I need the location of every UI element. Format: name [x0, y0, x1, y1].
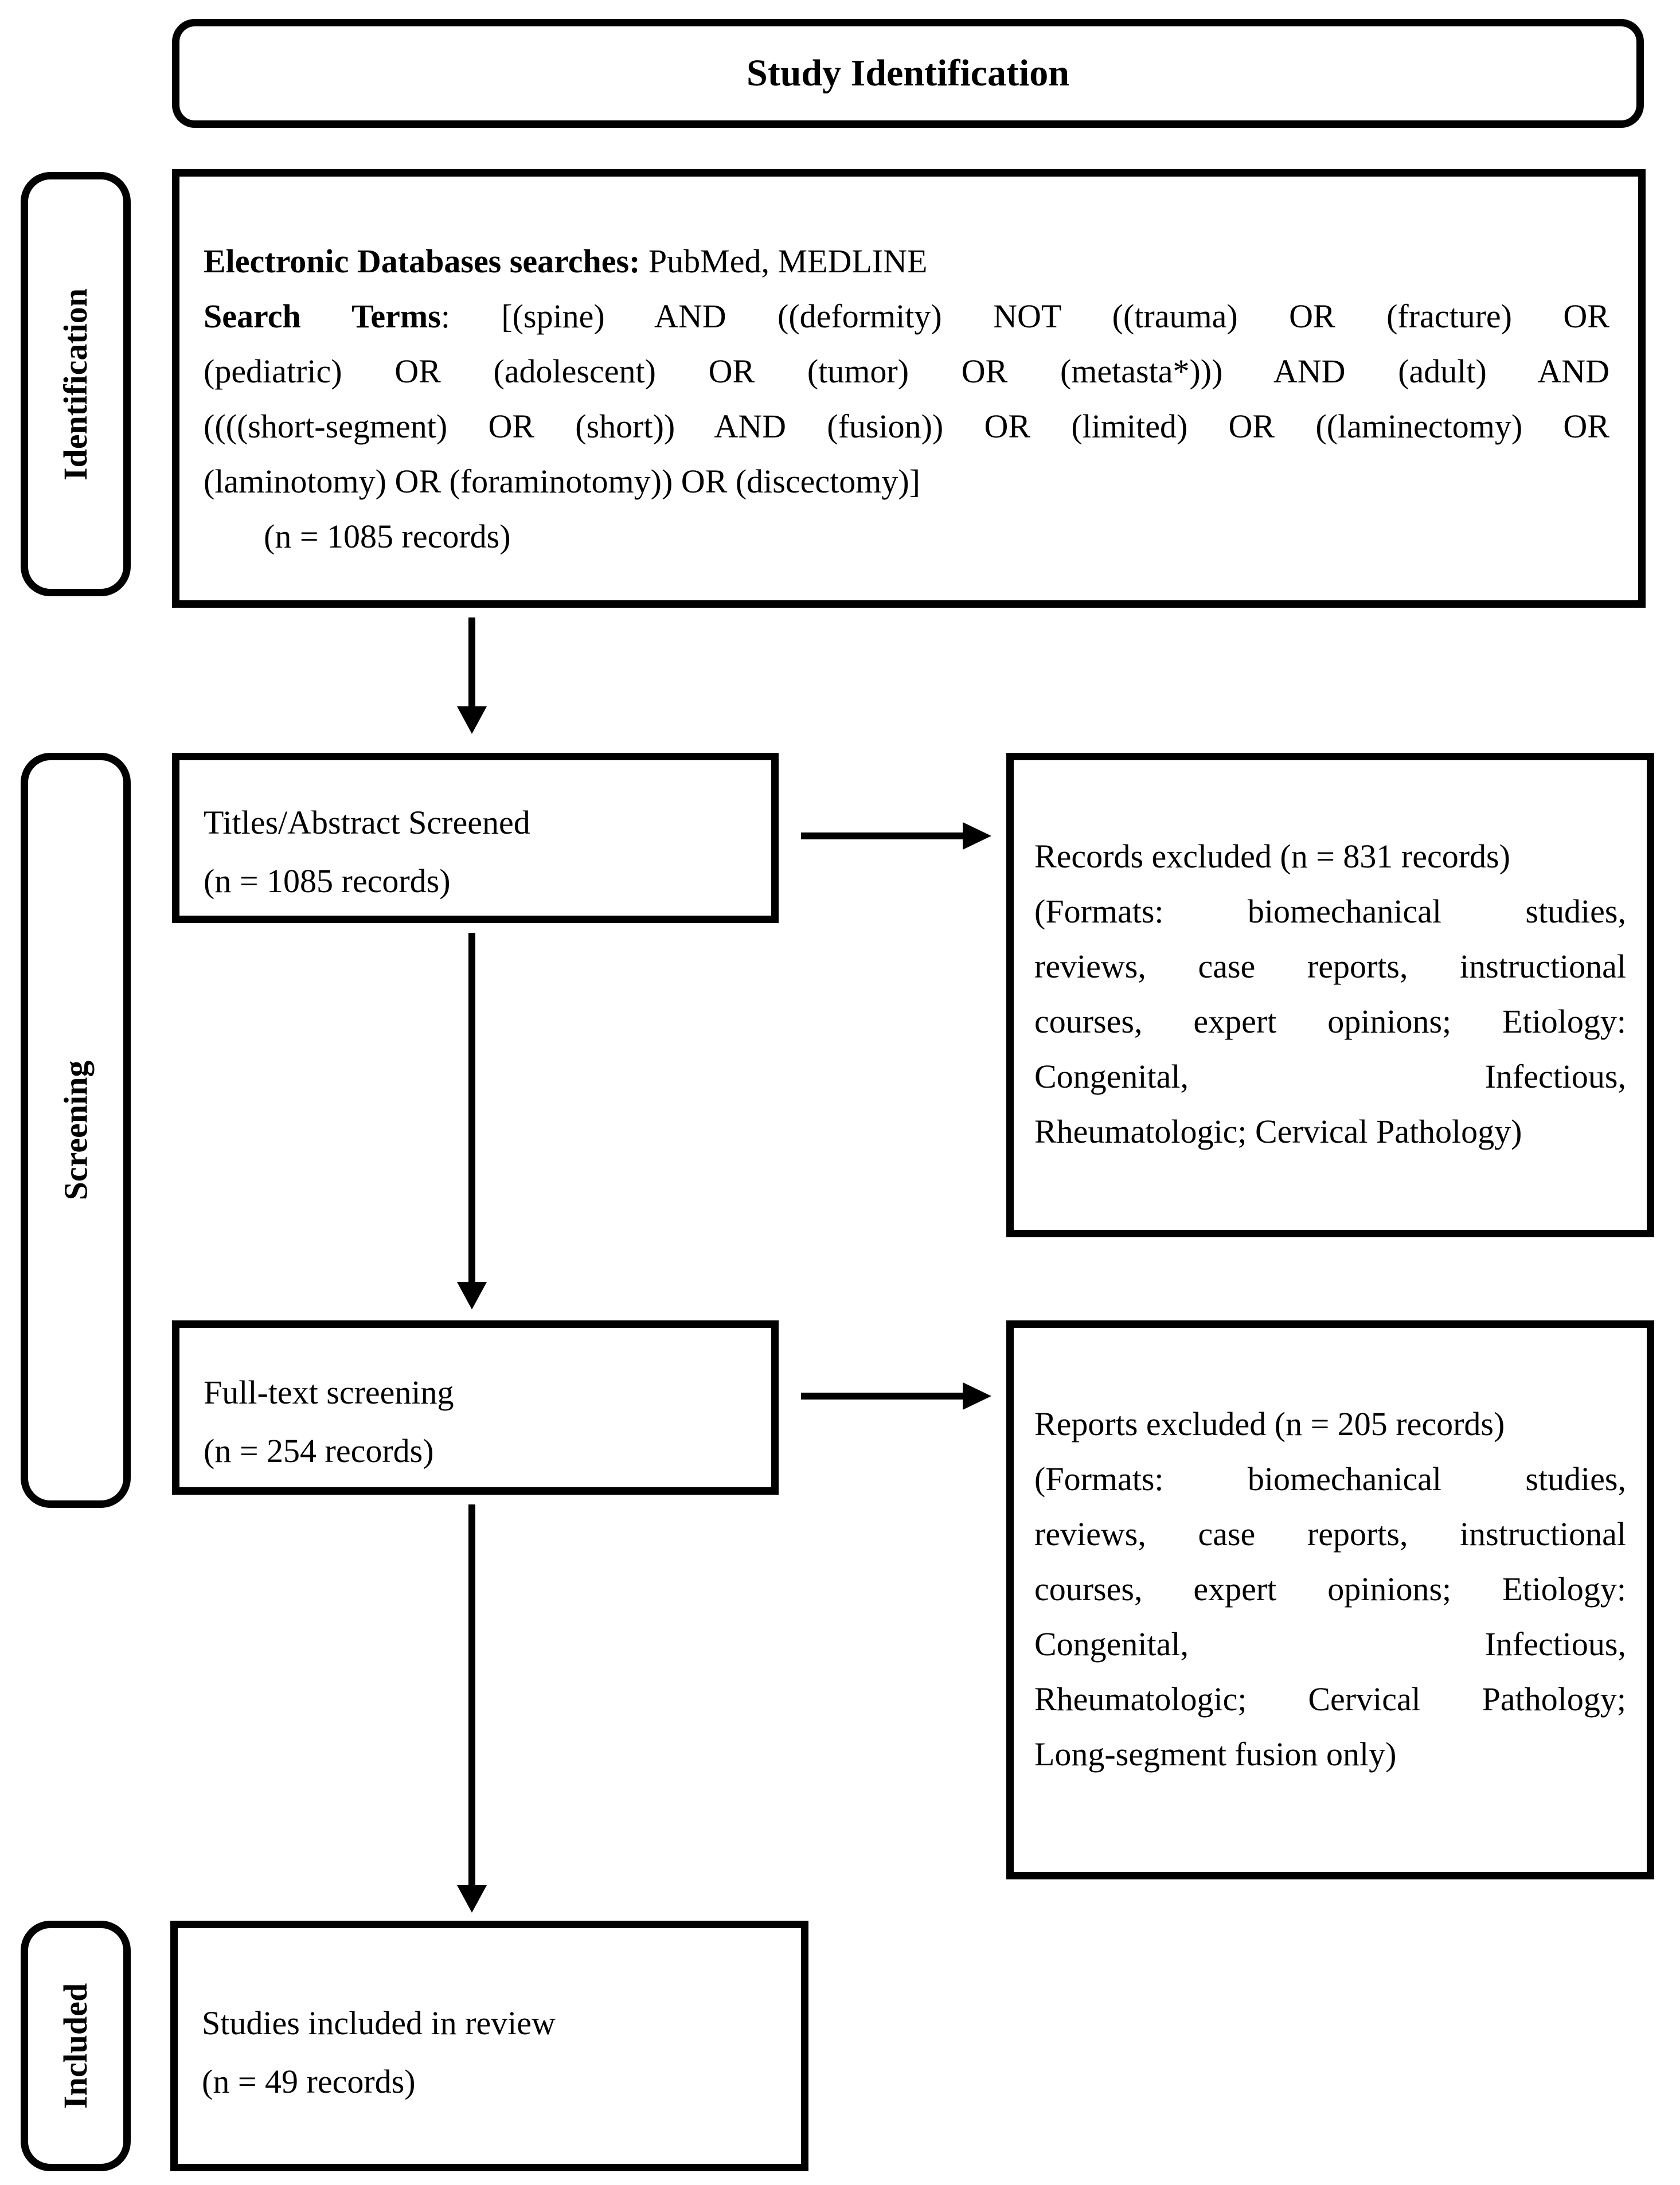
title-banner: Study Identification — [172, 19, 1644, 128]
arrow-down-icon — [468, 933, 475, 1284]
search-terms-first-line-rest: : [(spine) AND ((deformity) NOT ((trauma… — [440, 298, 1609, 335]
reports-excluded-box: Reports excluded (n = 205 records) (Forma… — [1006, 1320, 1654, 1879]
fulltext-title: Full-text screening — [204, 1374, 454, 1411]
arrow-right-icon — [801, 1393, 964, 1400]
fulltext-screening-box: Full-text screening (n = 254 records) — [172, 1320, 779, 1495]
text-line: Rheumatologic; Cervical Pathology; — [1034, 1680, 1626, 1718]
text-line: (Formats: biomechanical studies, — [1034, 893, 1626, 930]
included-title: Studies included in review — [202, 2004, 556, 2042]
fulltext-count: (n = 254 records) — [204, 1432, 434, 1469]
arrow-right-head-icon — [963, 1382, 991, 1410]
arrow-down-icon — [468, 617, 475, 708]
arrow-down-icon — [468, 1504, 475, 1886]
search-terms-first-line: Search Terms: [(spine) AND ((deformity) … — [204, 289, 1609, 344]
arrow-right-icon — [801, 832, 964, 839]
identification-count: (n = 1085 records) — [264, 518, 511, 555]
screened-title: Titles/Abstract Screened — [204, 804, 530, 841]
identification-search-box: Electronic Databases searches: PubMed, M… — [172, 169, 1646, 608]
text-line: (Formats: biomechanical studies, — [1034, 1460, 1626, 1498]
included-count: (n = 49 records) — [202, 2063, 416, 2100]
text-line: ((((short-segment) OR (short)) AND (fusi… — [204, 408, 1609, 445]
stage-label-screening: Screening — [21, 753, 131, 1508]
text-line: Congenital, Infectious, — [1034, 1625, 1626, 1663]
search-terms-label: Search Terms — [204, 298, 441, 335]
databases-value: PubMed, MEDLINE — [640, 243, 928, 280]
arrow-down-head-icon — [457, 1282, 487, 1310]
text-line: Long-segment fusion only) — [1034, 1736, 1397, 1773]
text-line: Congenital, Infectious, — [1034, 1058, 1626, 1095]
titles-abstract-screened-box: Titles/Abstract Screened (n = 1085 recor… — [172, 753, 779, 923]
text-line: courses, expert opinions; Etiology: — [1034, 1570, 1626, 1608]
studies-included-box: Studies included in review (n = 49 recor… — [170, 1921, 808, 2171]
stage-label-identification: Identification — [21, 172, 131, 596]
screened-count: (n = 1085 records) — [204, 862, 451, 900]
diagram-title: Study Identification — [747, 52, 1069, 94]
stage-label-included: Included — [21, 1921, 131, 2171]
text-line: reviews, case reports, instructional — [1034, 948, 1626, 985]
text-line: reviews, case reports, instructional — [1034, 1515, 1626, 1553]
text-line: courses, expert opinions; Etiology: — [1034, 1003, 1626, 1040]
search-terms-lines: (pediatric) OR (adolescent) OR (tumor) O… — [204, 344, 1609, 509]
records-excluded-lines: Records excluded (n = 831 records) (Forma… — [1034, 829, 1626, 1159]
text-line: (laminotomy) OR (foraminotomy)) OR (disc… — [204, 463, 920, 500]
arrow-down-head-icon — [457, 1885, 487, 1913]
reports-excluded-lines: Reports excluded (n = 205 records) (Forma… — [1034, 1397, 1626, 1782]
arrow-right-head-icon — [963, 822, 991, 850]
arrow-down-head-icon — [457, 706, 487, 734]
stage-label-screening-text: Screening — [57, 1060, 95, 1201]
databases-line: Electronic Databases searches: PubMed, M… — [204, 234, 1609, 289]
text-line: Rheumatologic; Cervical Pathology) — [1034, 1113, 1522, 1150]
stage-label-identification-text: Identification — [57, 288, 95, 480]
text-line: (pediatric) OR (adolescent) OR (tumor) O… — [204, 353, 1609, 390]
records-excluded-box: Records excluded (n = 831 records) (Forma… — [1006, 753, 1654, 1237]
text-line: Records excluded (n = 831 records) — [1034, 838, 1510, 875]
text-line: Reports excluded (n = 205 records) — [1034, 1405, 1505, 1443]
stage-label-included-text: Included — [57, 1983, 95, 2109]
databases-label: Electronic Databases searches: — [204, 243, 640, 280]
